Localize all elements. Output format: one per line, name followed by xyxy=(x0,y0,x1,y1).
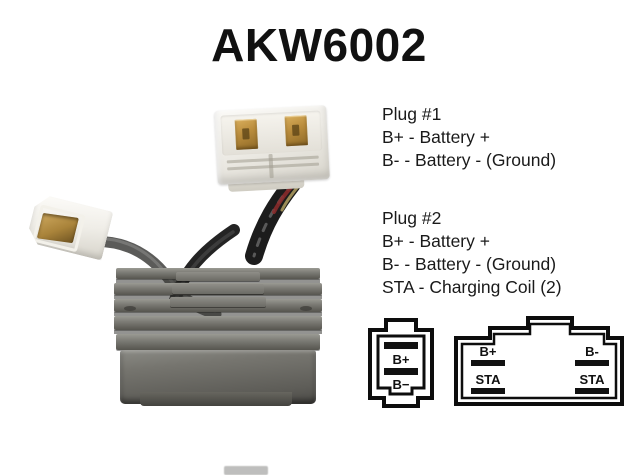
plug2-spec-block: Plug #2 B+ - Battery + B- - Battery - (G… xyxy=(382,207,562,299)
pinout-diagrams: B+ B− B+ B- STA STA xyxy=(356,316,628,412)
regulator-body xyxy=(114,264,322,475)
plug1-pin-bminus: B- - Battery - (Ground) xyxy=(382,150,557,170)
body-base xyxy=(140,392,292,406)
terminal-bar xyxy=(471,360,505,366)
pinout-plug2: B+ B- STA STA xyxy=(454,316,624,406)
terminal-bar xyxy=(575,388,609,394)
plug2-pin-bplus: B+ - Battery + xyxy=(382,231,490,251)
pin-label-bplus-plug1: B+ xyxy=(393,352,410,367)
pin-label-bplus-plug2: B+ xyxy=(480,344,497,359)
terminal-bar xyxy=(575,360,609,366)
plug2-heading: Plug #2 xyxy=(382,208,442,228)
pin-label-bminus-plug2: B- xyxy=(585,344,599,359)
plug1-spec-block: Plug #1 B+ - Battery + B- - Battery - (G… xyxy=(382,103,556,172)
photo-connector-plug1 xyxy=(24,187,133,272)
pin-label-sta-right: STA xyxy=(579,372,605,387)
spade-terminal xyxy=(234,118,259,150)
terminal-bar xyxy=(384,368,418,375)
plug2-pin-bminus: B- - Battery - (Ground) xyxy=(382,254,557,274)
plug1-pin-bplus: B+ - Battery + xyxy=(382,127,490,147)
heatsink-fins xyxy=(114,264,322,356)
pin-label-sta-left: STA xyxy=(475,372,501,387)
plug2-pin-sta: STA - Charging Coil (2) xyxy=(382,277,562,297)
photo-connector-plug2 xyxy=(214,105,330,192)
pinout-plug1: B+ B− xyxy=(368,318,434,408)
terminal-bar xyxy=(471,388,505,394)
wire-right-bundle xyxy=(214,178,324,278)
pin-label-bminus-plug1: B− xyxy=(393,377,410,392)
product-photo xyxy=(18,96,368,475)
page-title: AKW6002 xyxy=(211,19,427,71)
pinout-svg: B+ B− B+ B- STA STA xyxy=(368,316,624,408)
terminal-bar xyxy=(384,342,418,349)
body-marking xyxy=(224,466,268,475)
spade-terminal xyxy=(284,115,309,147)
plug1-heading: Plug #1 xyxy=(382,104,442,124)
